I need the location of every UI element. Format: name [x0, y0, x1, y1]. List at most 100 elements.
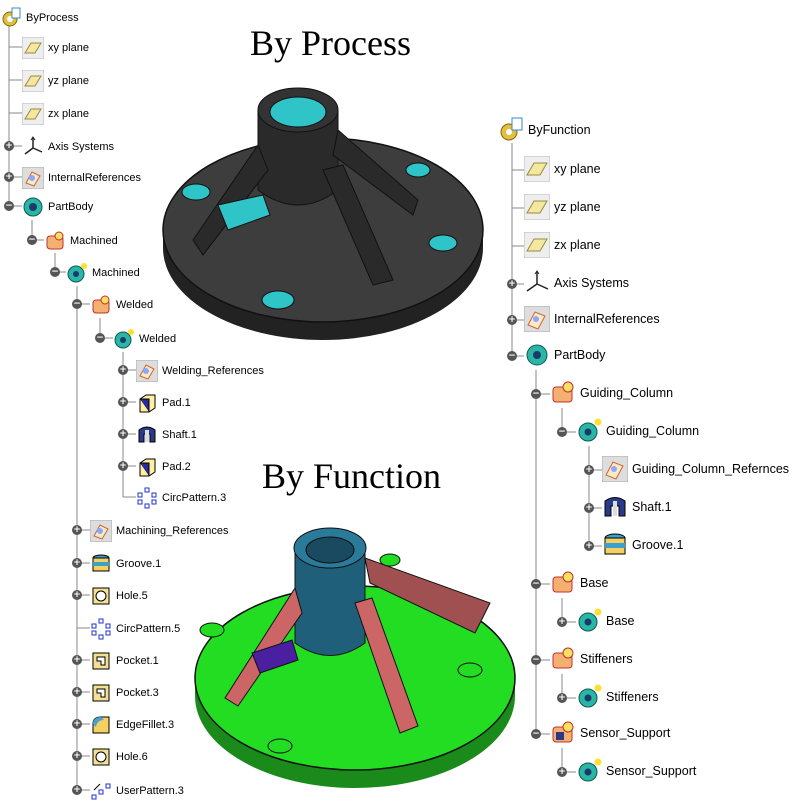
body-gear-icon	[576, 608, 602, 634]
axis-systems-icon	[22, 136, 44, 158]
expand-toggle[interactable]: +	[584, 503, 594, 513]
product-gear-icon	[0, 7, 22, 29]
tree-node-byfunction[interactable]: ByFunction	[498, 117, 591, 142]
part-node-icon	[550, 570, 576, 596]
tree-node-userpattern-3[interactable]: UserPattern.3	[90, 779, 184, 803]
tree-node-internalreferences[interactable]: InternalReferences	[21, 166, 141, 190]
collapse-toggle[interactable]: −	[531, 729, 541, 739]
pocket-icon	[90, 682, 112, 704]
collapse-toggle[interactable]: −	[27, 235, 37, 245]
tree-node-guiding-column-refernces[interactable]: Guiding_Column_Refernces	[601, 455, 789, 483]
expand-toggle[interactable]: +	[72, 719, 82, 729]
tree-node-hole-6[interactable]: Hole.6	[90, 745, 148, 769]
body-gear-icon	[576, 758, 602, 784]
pocket-icon	[90, 650, 112, 672]
body-gear-icon	[576, 684, 602, 710]
expand-toggle[interactable]: +	[584, 541, 594, 551]
tree-node-guiding-column[interactable]: Guiding_Column	[550, 381, 673, 405]
hole-icon	[90, 585, 112, 607]
expand-toggle[interactable]: +	[118, 397, 128, 407]
collapse-toggle[interactable]: −	[4, 201, 14, 211]
tree-node-zx-plane[interactable]: zx plane	[21, 102, 89, 126]
tree-node-axis-systems[interactable]: Axis Systems	[524, 270, 629, 295]
tree-node-zx-plane[interactable]: zx plane	[523, 231, 601, 259]
expand-toggle[interactable]: +	[72, 525, 82, 535]
expand-toggle[interactable]: +	[557, 767, 567, 777]
tree-node-base-body[interactable]: Base	[576, 608, 635, 634]
expand-toggle[interactable]: +	[72, 687, 82, 697]
tree-node-pocket-1[interactable]: Pocket.1	[90, 649, 159, 673]
expand-toggle[interactable]: +	[4, 172, 14, 182]
tree-node-byprocess[interactable]: ByProcess	[0, 6, 79, 30]
tree-node-edgefillet-3[interactable]: EdgeFillet.3	[90, 713, 174, 737]
expand-toggle[interactable]: +	[507, 279, 517, 289]
circpattern-icon	[90, 618, 112, 640]
expand-toggle[interactable]: +	[507, 315, 517, 325]
part-node-icon	[44, 230, 66, 252]
tree-node-base[interactable]: Base	[550, 571, 609, 595]
title-by-function: By Function	[262, 456, 442, 496]
partbody-icon	[22, 196, 44, 218]
collapse-toggle[interactable]: −	[507, 351, 517, 361]
tree-node-partbody[interactable]: PartBody	[22, 195, 93, 219]
tree-node-groove-1[interactable]: Groove.1	[602, 533, 683, 557]
expand-toggle[interactable]: +	[118, 461, 128, 471]
expand-toggle[interactable]: +	[72, 590, 82, 600]
pad-icon	[136, 392, 158, 414]
groove-icon	[90, 553, 112, 575]
expand-toggle[interactable]: +	[72, 751, 82, 761]
tree-node-welded[interactable]: Welded	[90, 293, 153, 317]
tree-node-shaft-1[interactable]: Shaft.1	[602, 495, 672, 519]
expand-toggle[interactable]: +	[584, 465, 594, 475]
part-node-icon	[550, 720, 576, 746]
tree-node-sensor-support[interactable]: Sensor_Support	[550, 721, 670, 745]
plane-icon	[21, 36, 45, 60]
collapse-toggle[interactable]: −	[531, 655, 541, 665]
collapse-toggle[interactable]: −	[50, 267, 60, 277]
tree-node-welded-body[interactable]: Welded	[113, 327, 176, 351]
tree-node-yz-plane[interactable]: yz plane	[21, 69, 89, 93]
tree-node-stiffeners[interactable]: Stiffeners	[550, 647, 633, 671]
tree-node-partbody[interactable]: PartBody	[524, 343, 605, 367]
expand-toggle[interactable]: +	[72, 558, 82, 568]
tree-node-groove-1[interactable]: Groove.1	[90, 552, 161, 576]
tree-node-machined-body[interactable]: Machined	[66, 261, 140, 285]
collapse-toggle[interactable]: −	[557, 427, 567, 437]
tree-node-pad-1[interactable]: Pad.1	[136, 391, 191, 415]
tree-node-stiffeners-body[interactable]: Stiffeners	[576, 684, 659, 710]
tree-node-hole-5[interactable]: Hole.5	[90, 584, 148, 608]
expand-toggle[interactable]: +	[557, 693, 567, 703]
tree-node-machined[interactable]: Machined	[44, 229, 118, 253]
expand-toggle[interactable]: +	[118, 429, 128, 439]
expand-toggle[interactable]: +	[72, 785, 82, 795]
collapse-toggle[interactable]: −	[531, 579, 541, 589]
part-node-icon	[90, 294, 112, 316]
collapse-toggle[interactable]: −	[72, 299, 82, 309]
shaft-icon	[136, 424, 158, 446]
expand-toggle[interactable]: +	[118, 365, 128, 375]
edgefillet-icon	[90, 714, 112, 736]
tree-node-xy-plane[interactable]: xy plane	[21, 36, 89, 60]
tree-node-pad-2[interactable]: Pad.2	[136, 455, 191, 479]
partbody-icon	[524, 342, 550, 368]
collapse-toggle[interactable]: −	[95, 333, 105, 343]
expand-toggle[interactable]: +	[557, 617, 567, 627]
pad-icon	[136, 456, 158, 478]
tree-node-xy-plane[interactable]: xy plane	[523, 155, 601, 183]
shaft-icon	[602, 494, 628, 520]
tree-node-shaft-1[interactable]: Shaft.1	[136, 423, 197, 447]
expand-toggle[interactable]: +	[72, 655, 82, 665]
collapse-toggle[interactable]: −	[531, 389, 541, 399]
body-gear-icon	[113, 328, 135, 350]
tree-node-circpattern-3[interactable]: CircPattern.3	[136, 486, 226, 510]
tree-node-sensor-support-body[interactable]: Sensor_Support	[576, 758, 696, 784]
tree-node-axis-systems[interactable]: Axis Systems	[22, 135, 114, 159]
tree-node-circpattern-5[interactable]: CircPattern.5	[90, 617, 180, 641]
tree-node-internalreferences[interactable]: InternalReferences	[523, 305, 660, 333]
tree-node-guiding-column-body[interactable]: Guiding_Column	[576, 418, 699, 443]
tree-node-machining-references[interactable]: Machining_References	[89, 519, 229, 543]
tree-node-welding-references[interactable]: Welding_References	[135, 359, 264, 383]
expand-toggle[interactable]: +	[4, 141, 14, 151]
tree-node-pocket-3[interactable]: Pocket.3	[90, 681, 159, 705]
tree-node-yz-plane[interactable]: yz plane	[523, 193, 601, 221]
